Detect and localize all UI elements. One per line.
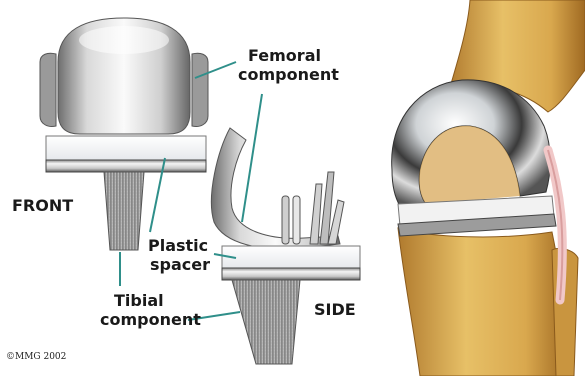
label-femoral-line2: component xyxy=(238,65,339,84)
label-femoral-line1: Femoral xyxy=(238,46,339,65)
copyright-notice: ©MMG 2002 xyxy=(6,352,66,362)
plastic-spacer-side xyxy=(222,246,360,268)
plastic-spacer-front xyxy=(46,136,206,160)
label-tibial-component: Tibial component xyxy=(100,291,201,329)
front-view-implant xyxy=(40,18,208,250)
tibial-stem-side xyxy=(232,280,300,364)
tibial-tray-front xyxy=(46,160,206,172)
label-side: SIDE xyxy=(314,300,356,319)
label-plastic-line1: Plastic xyxy=(148,236,210,255)
label-front: FRONT xyxy=(12,196,73,215)
label-tibial-line2: component xyxy=(100,310,201,329)
tibial-stem-front xyxy=(104,172,144,250)
label-tibial-line1: Tibial xyxy=(100,291,201,310)
side-view-implant xyxy=(211,128,360,364)
tibial-tray-side xyxy=(222,268,360,280)
label-plastic-spacer: Plastic spacer xyxy=(148,236,210,274)
knee-anatomy-illustration xyxy=(383,0,585,376)
label-plastic-line2: spacer xyxy=(148,255,210,274)
pointer-femoral-side xyxy=(242,94,262,222)
tibia-bone xyxy=(398,228,568,376)
label-femoral-component: Femoral component xyxy=(238,46,339,84)
